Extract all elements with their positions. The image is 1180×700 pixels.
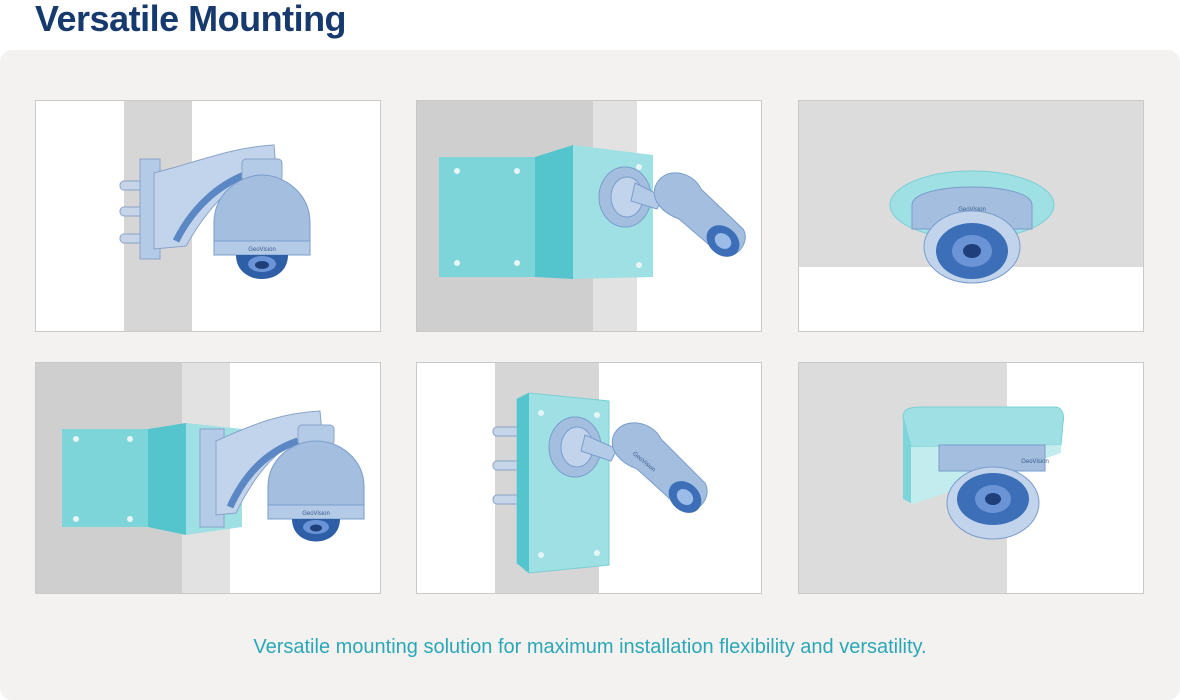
- tile-pole-mount-bullet: GeoVision: [416, 362, 762, 594]
- page-title: Versatile Mounting: [35, 0, 347, 39]
- mounting-panel: GeoVision GeoV: [0, 50, 1180, 700]
- svg-text:GeoVision: GeoVision: [1021, 459, 1049, 465]
- svg-text:GeoVision: GeoVision: [248, 247, 276, 253]
- pole-mount-bullet-illustration: GeoVision: [492, 363, 708, 593]
- corner-mount-ptz-dome-illustration: GeoVision: [36, 363, 365, 593]
- tile-corner-mount-bullet: [416, 100, 762, 332]
- svg-text:GeoVision: GeoVision: [302, 511, 330, 517]
- tile-corner-mount-ptz-dome: GeoVision: [35, 362, 381, 594]
- tile-wall-mount-dome: GeoVision: [798, 362, 1144, 594]
- in-ceiling-flush-mount-dome-illustration: GeoVision: [799, 101, 1143, 284]
- footer-caption: Versatile mounting solution for maximum …: [253, 636, 927, 658]
- tile-in-ceiling-flush-mount-dome: GeoVision: [798, 100, 1144, 332]
- wall-mount-dome-illustration: GeoVision: [799, 363, 1064, 593]
- svg-text:GeoVision: GeoVision: [958, 207, 986, 213]
- wall-mount-ptz-dome-illustration: GeoVision: [119, 101, 311, 331]
- corner-mount-bullet-illustration: [417, 101, 746, 331]
- tile-wall-mount-ptz-dome: GeoVision: [35, 100, 381, 332]
